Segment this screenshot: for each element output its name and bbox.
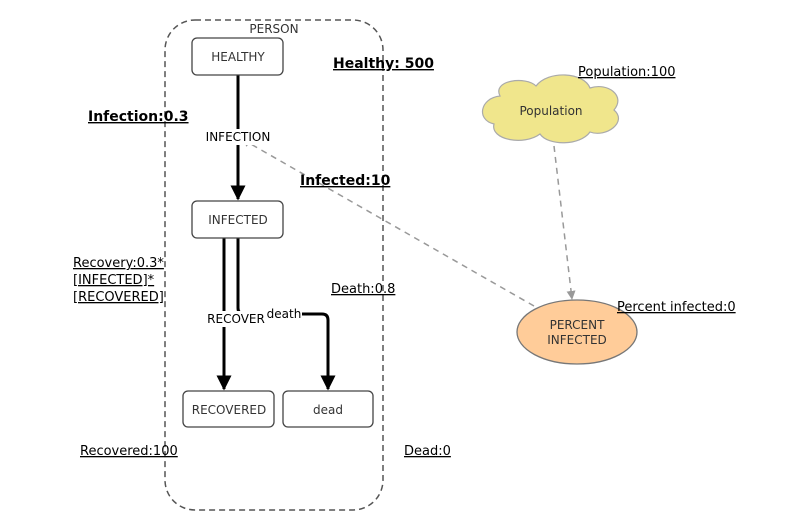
percent-infected-label: Percent infected:0 <box>617 300 736 315</box>
population-cloud-label: Population <box>519 104 582 118</box>
death-edge-label: death <box>267 307 302 321</box>
infected-count-label: Infected:10 <box>300 173 391 189</box>
state-healthy-label: HEALTHY <box>211 50 265 64</box>
death-rate-label: Death:0.8 <box>331 282 395 297</box>
recovery-formula-line1: Recovery:0.3* <box>73 256 164 271</box>
recovery-formula-line2: [INFECTED]* <box>73 273 155 288</box>
person-container-title: PERSON <box>249 22 298 36</box>
recovery-formula-line3: [RECOVERED] <box>73 290 164 305</box>
dead-count-label: Dead:0 <box>404 444 451 459</box>
recovered-count-label: Recovered:100 <box>80 444 178 459</box>
state-dead-label: dead <box>313 403 343 417</box>
percent-to-infection-arrow <box>241 138 535 307</box>
percent-infected-node[interactable] <box>516 299 638 365</box>
recover-edge-label: RECOVER <box>207 312 265 326</box>
infection-rate-label: Infection:0.3 <box>88 109 189 125</box>
healthy-count-label: Healthy: 500 <box>333 56 434 72</box>
person-container <box>164 19 384 511</box>
percent-infected-node-line1: PERCENT <box>550 318 605 332</box>
state-dead[interactable] <box>282 390 374 428</box>
population-count-label: Population:100 <box>578 65 676 80</box>
state-recovered[interactable] <box>182 390 275 428</box>
state-recovered-label: RECOVERED <box>192 403 266 417</box>
infection-edge-label: INFECTION <box>206 130 271 144</box>
population-cloud[interactable] <box>482 74 619 144</box>
state-infected[interactable] <box>191 200 284 239</box>
percent-infected-node-line2: INFECTED <box>547 333 607 347</box>
population-to-percent-arrow <box>553 145 576 300</box>
state-healthy[interactable] <box>191 37 284 76</box>
state-infected-label: INFECTED <box>208 213 268 227</box>
